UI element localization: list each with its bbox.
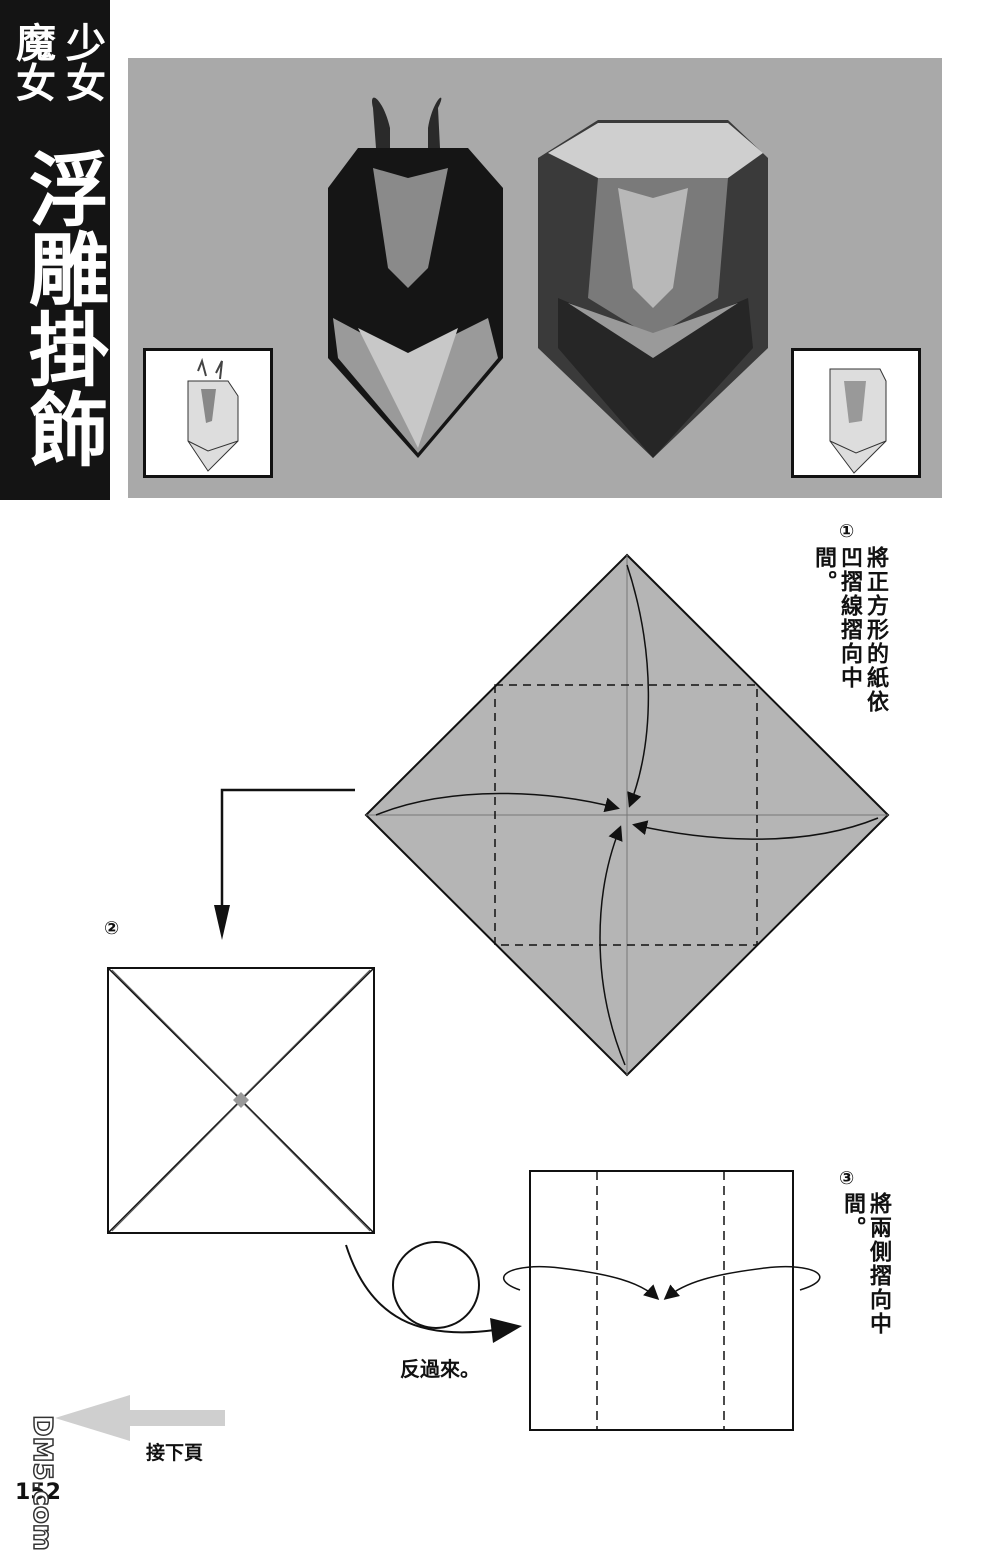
title-strip: 少女 魔女 浮雕掛飾 <box>0 0 110 500</box>
step3-number: ③ <box>839 1168 855 1189</box>
step1-instruction: 將正方形的紙依凹摺線摺向中間。 <box>811 546 888 714</box>
step2-diagram <box>107 967 375 1234</box>
origami-photos <box>328 97 768 458</box>
photo-panel <box>128 58 942 498</box>
arrowhead-down <box>214 905 230 940</box>
thumbnail-left <box>143 348 273 478</box>
thumbnail-diagram-right <box>829 368 887 474</box>
thumbnail-diagram-left <box>187 357 239 472</box>
step3-instruction: 將兩側摺向中間。 <box>840 1192 891 1336</box>
watermark: DM5.com <box>26 1414 58 1551</box>
title-main: 浮雕掛飾 <box>16 148 109 468</box>
origami-figure-left <box>328 97 503 458</box>
step1-number: ① <box>839 521 855 542</box>
step2-number: ② <box>104 918 120 939</box>
next-page-label: 接下頁 <box>146 1442 204 1464</box>
title-small-left: 魔女 <box>9 22 55 102</box>
flip-over-symbol <box>345 1241 522 1343</box>
page-number: 152 <box>15 1480 61 1505</box>
next-page-arrow-icon <box>55 1395 225 1441</box>
title-subtitle: 少女 魔女 <box>8 22 105 132</box>
flip-over-label: 反過來。 <box>400 1357 480 1381</box>
origami-figure-right <box>538 120 768 458</box>
step3-diagram <box>503 1170 821 1431</box>
step1-diagram <box>364 553 890 1077</box>
thumbnail-right <box>791 348 921 478</box>
step1-to-step2-arrow <box>220 788 355 925</box>
title-small-right: 少女 <box>59 22 105 102</box>
